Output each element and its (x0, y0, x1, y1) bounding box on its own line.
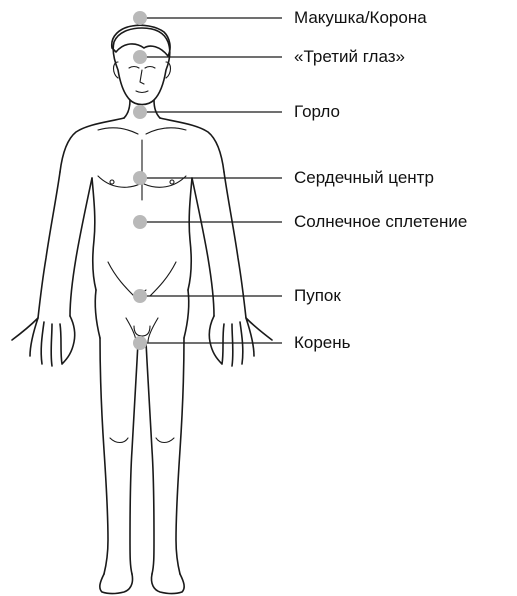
left-arm-outer (38, 172, 60, 318)
left-nipple (110, 180, 114, 184)
right-arm-inner (192, 178, 214, 316)
right-leg-inner (146, 342, 154, 574)
chakra-label-third-eye: «Третий глаз» (294, 47, 405, 67)
neck-right (154, 100, 160, 118)
left-shoulder (60, 118, 124, 172)
chakra-points (133, 11, 147, 350)
left-hand (12, 316, 75, 366)
chakra-point-heart (133, 171, 147, 185)
chakra-label-navel: Пупок (294, 286, 341, 306)
right-leg-outer (176, 338, 184, 574)
right-shoulder (160, 118, 224, 172)
chakra-point-third-eye (133, 50, 147, 64)
abdomen-left (108, 262, 134, 296)
chakra-point-root (133, 336, 147, 350)
torso-left (92, 178, 96, 290)
chakra-label-root: Корень (294, 333, 351, 353)
chakra-label-solar-plexus: Солнечное сплетение (294, 212, 467, 232)
hip-left (95, 290, 100, 338)
clavicle-right (146, 128, 186, 134)
chakra-point-solar-plexus (133, 215, 147, 229)
left-arm-inner (70, 178, 92, 316)
chakra-point-navel (133, 289, 147, 303)
chakra-leader-lines (140, 18, 282, 343)
left-foot (100, 574, 133, 594)
clavicle-left (98, 128, 138, 134)
chakra-label-heart: Сердечный центр (294, 168, 434, 188)
right-foot (151, 574, 184, 594)
right-nipple (170, 180, 174, 184)
abdomen-right (150, 262, 176, 296)
left-knee (110, 438, 128, 443)
nose (140, 70, 144, 84)
hip-right (184, 290, 189, 338)
chakra-point-throat (133, 105, 147, 119)
chakra-label-crown: Макушка/Корона (294, 8, 427, 28)
right-knee (156, 438, 174, 443)
chakra-point-crown (133, 11, 147, 25)
left-leg-outer (100, 338, 108, 574)
chakra-label-throat: Горло (294, 102, 340, 122)
left-eye (129, 67, 139, 69)
torso-right (188, 178, 192, 290)
mouth (136, 91, 148, 93)
neck-left (124, 100, 130, 118)
left-leg-inner (130, 342, 138, 574)
right-eye (145, 67, 155, 69)
right-hand (209, 316, 272, 366)
